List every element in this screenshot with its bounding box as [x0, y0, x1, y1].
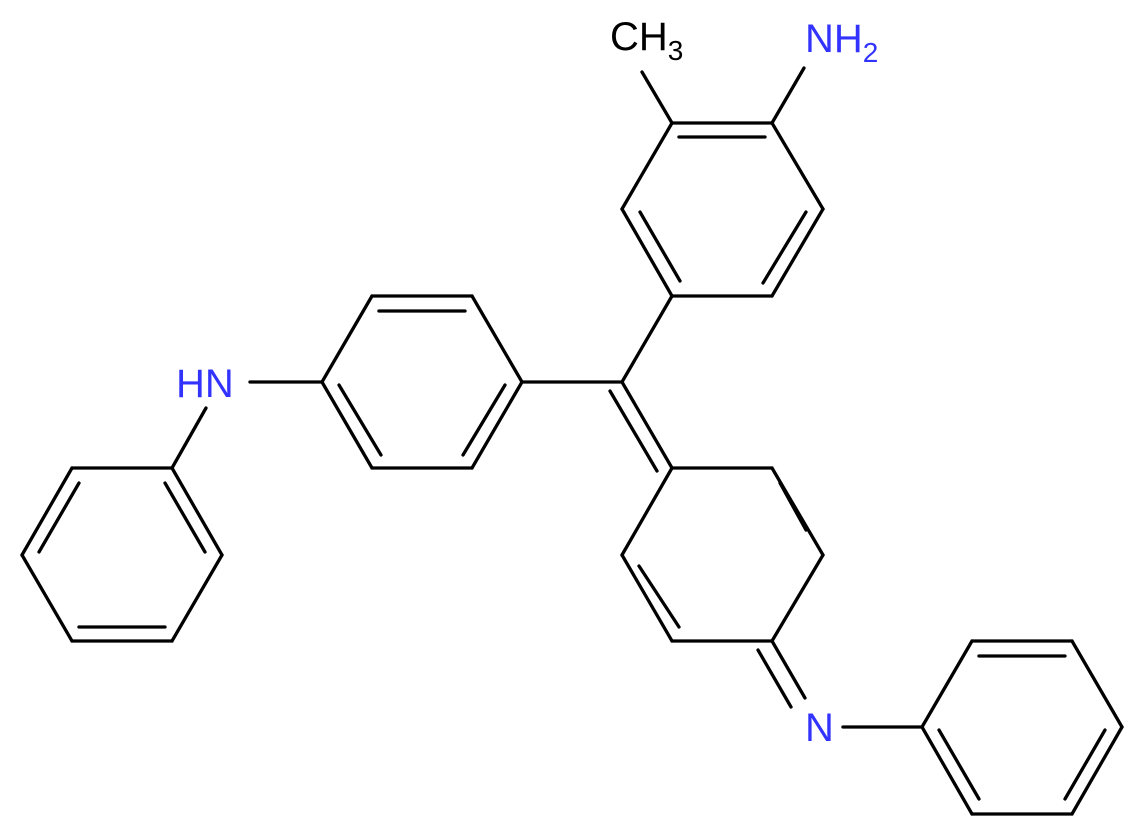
bond [920, 725, 974, 816]
bond [1070, 725, 1124, 816]
bond [770, 207, 825, 298]
bond-inner [163, 481, 207, 554]
bond-inner [37, 481, 81, 554]
bond-inner [337, 383, 383, 457]
bond [1070, 639, 1124, 729]
bond [620, 553, 674, 643]
bond-inner [637, 564, 681, 629]
sec-amine-label: HN [176, 362, 234, 406]
bond-exocyclic-double [608, 389, 659, 473]
bond [470, 380, 524, 470]
bond [320, 294, 374, 384]
bond [620, 207, 674, 298]
bond [170, 553, 224, 643]
bond-amine [770, 66, 806, 125]
bond-lines [20, 66, 1124, 816]
bond-methyl [640, 70, 674, 125]
bond-imine [756, 648, 793, 709]
bond-inner [761, 210, 808, 285]
bond-inner [461, 383, 507, 457]
bond [620, 121, 674, 211]
bond [620, 294, 674, 384]
bond-exocyclic-double [620, 380, 674, 470]
bond-inner [937, 728, 981, 801]
amine-label: NH2 [805, 17, 878, 68]
imine-nitrogen-label: N [805, 706, 834, 750]
bond [170, 466, 224, 557]
methyl-label: CH3 [610, 15, 683, 66]
bond [20, 466, 74, 557]
atom-labels: NH2 CH3 HN N [176, 15, 878, 750]
bond-inner [1063, 728, 1107, 801]
bond [20, 553, 74, 643]
bond-inner [778, 481, 808, 532]
bond [770, 553, 825, 643]
bond [770, 121, 825, 211]
bond-imine [770, 639, 807, 700]
bond-nh [170, 406, 208, 470]
bond [470, 294, 524, 384]
bond [620, 466, 674, 557]
bond-inner [638, 210, 682, 283]
bond [920, 639, 974, 729]
bond [320, 380, 374, 470]
